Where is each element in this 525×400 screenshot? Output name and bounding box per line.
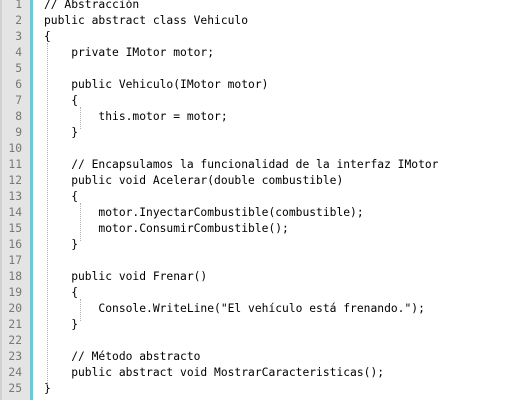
code-line-21[interactable]: 21 } (0, 317, 525, 333)
code-text[interactable]: this.motor = motor; (44, 110, 228, 123)
code-line-25[interactable]: 25} (0, 381, 525, 397)
line-number: 6 (15, 78, 22, 91)
code-line-6[interactable]: 6 public Vehiculo(IMotor motor) (0, 77, 525, 93)
code-line-4[interactable]: 4 private IMotor motor; (0, 45, 525, 61)
indent-guide-frenar (80, 299, 81, 321)
line-number: 21 (8, 318, 22, 331)
code-text[interactable]: } (44, 126, 79, 139)
line-number: 20 (8, 302, 22, 315)
code-line-13[interactable]: 13 { (0, 189, 525, 205)
code-line-23[interactable]: 23 // Método abstracto (0, 349, 525, 365)
line-number: 14 (8, 206, 22, 219)
code-text[interactable]: { (44, 30, 51, 43)
line-number: 9 (15, 126, 22, 139)
code-text[interactable]: motor.ConsumirCombustible(); (44, 222, 289, 235)
line-number: 23 (8, 350, 22, 363)
code-line-2[interactable]: 2 public abstract class Vehiculo (0, 13, 525, 29)
code-line-18[interactable]: 18 public void Frenar() (0, 269, 525, 285)
line-number-gutter (0, 0, 33, 400)
code-line-12[interactable]: 12 public void Acelerar(double combustib… (0, 173, 525, 189)
code-text[interactable]: } (44, 318, 79, 331)
code-text[interactable]: { (44, 190, 79, 203)
code-line-3[interactable]: 3{ (0, 29, 525, 45)
code-text[interactable]: motor.InyectarCombustible(combustible); (44, 206, 364, 219)
code-text[interactable]: public void Acelerar(double combustible) (44, 174, 344, 187)
line-number: 7 (15, 94, 22, 107)
indent-guide-class (47, 43, 48, 385)
line-number: 25 (8, 382, 22, 395)
code-text[interactable]: } (44, 238, 79, 251)
line-number: 12 (8, 174, 22, 187)
code-text[interactable]: public void Frenar() (44, 270, 208, 283)
code-line-20[interactable]: 20 Console.WriteLine("El vehículo está f… (0, 301, 525, 317)
code-text[interactable]: { (44, 94, 79, 107)
code-line-15[interactable]: 15 motor.ConsumirCombustible(); (0, 221, 525, 237)
code-line-19[interactable]: 19 { (0, 285, 525, 301)
line-number: 24 (8, 366, 22, 379)
code-text[interactable]: // Encapsulamos la funcionalidad de la i… (44, 158, 439, 171)
code-line-14[interactable]: 14 motor.InyectarCombustible(combustible… (0, 205, 525, 221)
line-number: 11 (8, 158, 22, 171)
code-text[interactable]: public abstract class Vehiculo (44, 14, 249, 27)
code-line-10[interactable]: 10 (0, 141, 525, 157)
code-text[interactable]: // Abstracción (44, 0, 140, 11)
code-line-11[interactable]: 11 // Encapsulamos la funcionalidad de l… (0, 157, 525, 173)
code-text[interactable]: public Vehiculo(IMotor motor) (44, 78, 269, 91)
code-line-17[interactable]: 17 (0, 253, 525, 269)
indent-guide-acelerar (80, 203, 81, 241)
line-number: 10 (8, 142, 22, 155)
code-text[interactable]: Console.WriteLine("El vehículo está fren… (44, 302, 425, 315)
line-number: 15 (8, 222, 22, 235)
code-line-24[interactable]: 24 public abstract void MostrarCaracteri… (0, 365, 525, 381)
code-line-7[interactable]: 7 { (0, 93, 525, 109)
code-text[interactable]: // Método abstracto (44, 350, 201, 363)
code-line-16[interactable]: 16 } (0, 237, 525, 253)
code-text[interactable]: private IMotor motor; (44, 46, 215, 59)
line-number: 1 (15, 0, 22, 11)
line-number: 16 (8, 238, 22, 251)
code-text[interactable]: { (44, 286, 79, 299)
line-number: 19 (8, 286, 22, 299)
code-line-22[interactable]: 22 (0, 333, 525, 349)
line-number: 18 (8, 270, 22, 283)
line-number: 22 (8, 334, 22, 347)
code-text[interactable]: public abstract void MostrarCaracteristi… (44, 366, 385, 379)
code-line-8[interactable]: 8 this.motor = motor; (0, 109, 525, 125)
code-line-9[interactable]: 9 } (0, 125, 525, 141)
line-number: 13 (8, 190, 22, 203)
code-line-5[interactable]: 5 (0, 61, 525, 77)
line-number: 3 (15, 30, 22, 43)
line-number: 8 (15, 110, 22, 123)
code-line-1[interactable]: 1 // Abstracción (0, 0, 525, 13)
line-number: 5 (15, 62, 22, 75)
gutter-edge (0, 0, 2, 400)
indent-guide-constructor (80, 107, 81, 129)
line-number: 2 (15, 14, 22, 27)
code-text[interactable]: } (44, 382, 51, 395)
line-number: 4 (15, 46, 22, 59)
line-number: 17 (8, 254, 22, 267)
